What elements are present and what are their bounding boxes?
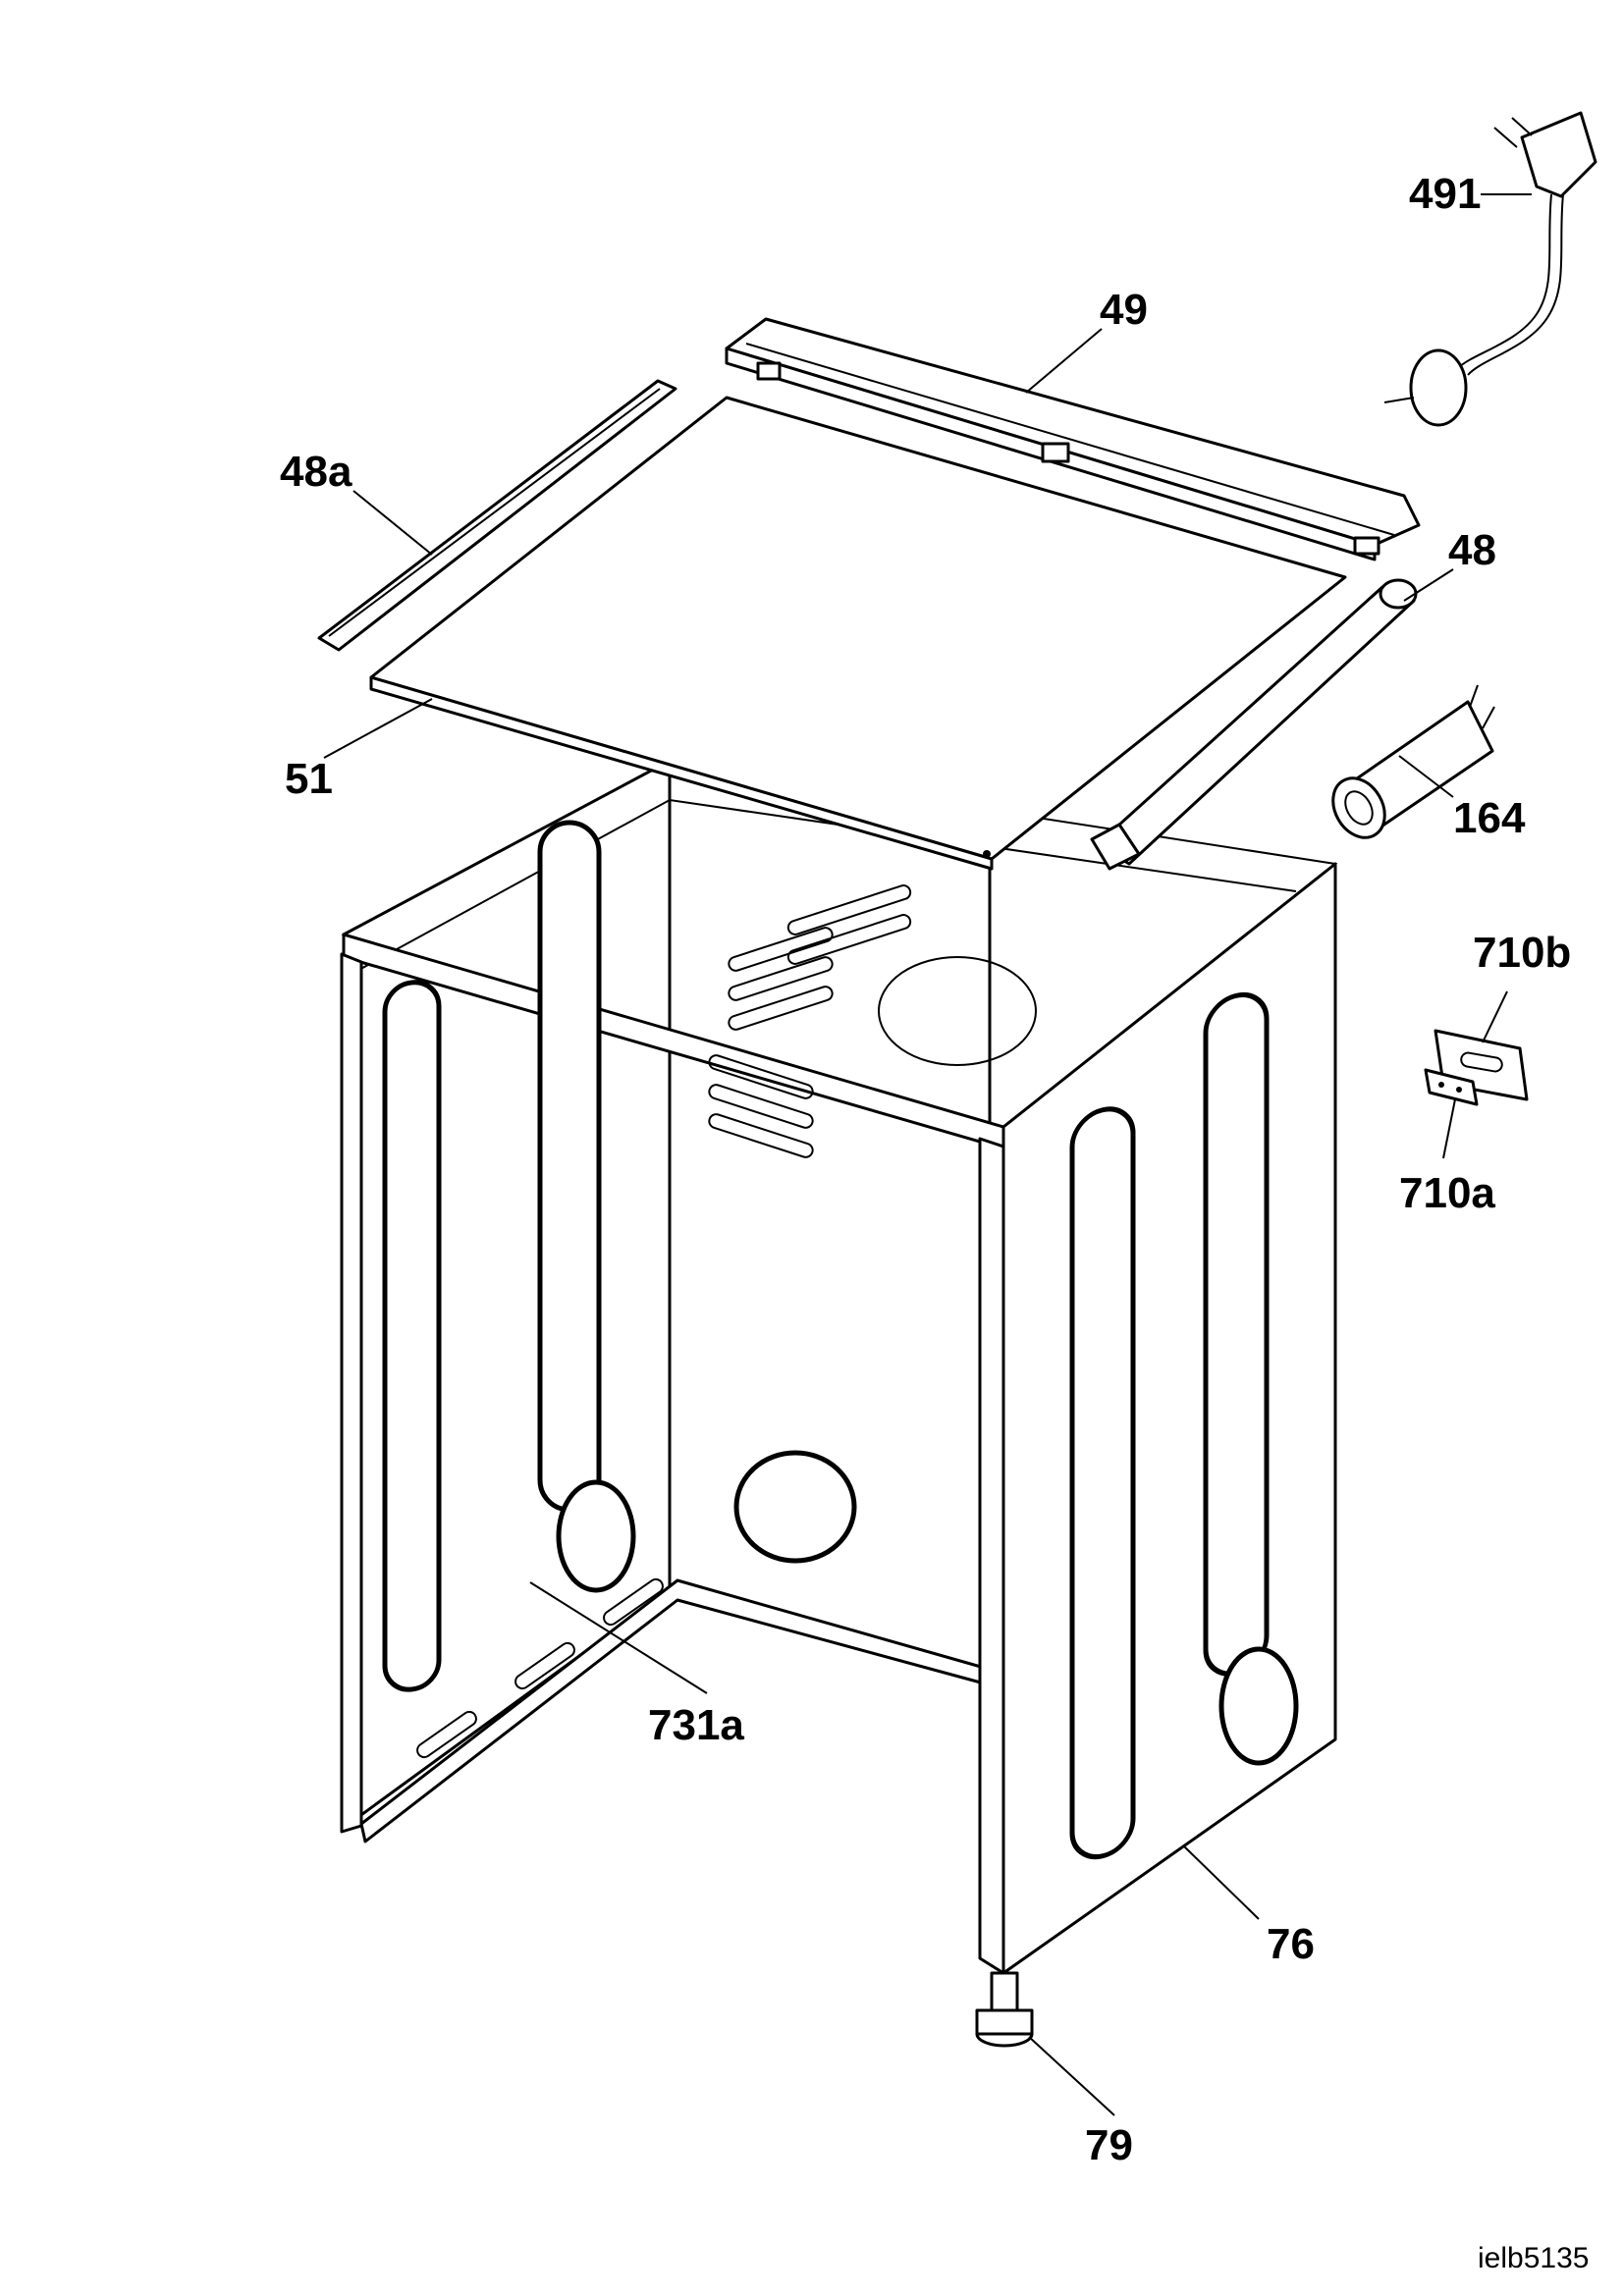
rear-rail-clip <box>1353 536 1380 556</box>
callout-710a: 710a <box>1399 1169 1495 1217</box>
capacitor <box>1331 684 1495 839</box>
left-rail <box>317 379 677 652</box>
power-cord-lead <box>1383 397 1415 403</box>
bracket-small-hole <box>1438 1082 1444 1088</box>
bracket-small-hole <box>1456 1087 1462 1093</box>
cabinet-base-slot <box>416 1710 477 1759</box>
cabinet-right-slot-front <box>1069 1106 1136 1860</box>
callout-76: 76 <box>1267 1920 1315 1968</box>
leader-51 <box>323 698 433 759</box>
cabinet-right-panel <box>1001 862 1337 1975</box>
cabinet-base-slot <box>603 1577 664 1627</box>
leader-79 <box>1028 2036 1115 2116</box>
power-cord-prong <box>1493 127 1518 148</box>
cabinet-left-slot-outer <box>382 980 442 1692</box>
bracket-small <box>1424 1068 1479 1106</box>
bracket-large-slot <box>1460 1051 1503 1073</box>
foot <box>975 1971 1034 2048</box>
cabinet-base-slot <box>514 1641 575 1690</box>
leader-710b <box>1482 990 1508 1043</box>
capacitor-end <box>1331 776 1386 839</box>
leader-710a <box>1442 1098 1456 1159</box>
right-rail-end-cap <box>1379 578 1418 610</box>
leader-48 <box>1403 568 1454 602</box>
leader-731a <box>529 1581 708 1694</box>
diagram-reference-code: ielb5135 <box>1478 2242 1589 2274</box>
left-rail-groove <box>328 388 661 637</box>
leader-76 <box>1182 1844 1260 1920</box>
power-cord-prong <box>1511 117 1533 136</box>
callout-79: 79 <box>1085 2121 1133 2169</box>
power-cord-grommet <box>1409 348 1468 427</box>
leader-lines <box>323 193 1532 2116</box>
callout-labels: 491 49 48a 48 51 164 710b 710a 731a 76 7… <box>280 170 1571 2169</box>
cabinet-left-opening <box>556 1479 636 1593</box>
rear-rail-clip <box>1041 442 1070 463</box>
cabinet-top-frame-inner <box>354 798 1297 973</box>
callout-731a: 731a <box>648 1701 744 1749</box>
foot-stem <box>990 1971 1019 2014</box>
capacitor-terminal <box>1482 706 1495 729</box>
power-cord-cable-outline <box>1467 193 1564 376</box>
left-rail-body <box>317 379 677 652</box>
cabinet-back-vents <box>708 884 912 1158</box>
leader-164 <box>1398 755 1454 798</box>
callout-164: 164 <box>1453 794 1526 842</box>
right-rail <box>1090 578 1418 871</box>
cabinet-right-post <box>978 1137 1005 1975</box>
cabinet-left-post <box>340 952 363 1834</box>
cabinet-left-slot-inner <box>537 820 602 1513</box>
callout-48: 48 <box>1448 526 1496 574</box>
rear-rail-groove <box>745 343 1395 536</box>
cabinet <box>340 670 1338 1975</box>
cabinet-right-opening <box>1218 1646 1299 1766</box>
callout-49: 49 <box>1100 286 1148 334</box>
leader-49 <box>1025 328 1103 394</box>
power-cord-plug <box>1520 111 1597 198</box>
callout-51: 51 <box>285 755 333 803</box>
callout-710b: 710b <box>1473 929 1571 977</box>
callout-48a: 48a <box>280 448 352 496</box>
leader-48a <box>352 490 433 556</box>
cabinet-drum-opening <box>878 956 1037 1066</box>
rear-rail <box>725 317 1421 561</box>
right-rail-end-clip <box>1090 823 1141 871</box>
rear-rail-clip <box>756 361 782 381</box>
top-panel <box>369 396 1347 871</box>
top-panel-edge <box>369 675 994 871</box>
cabinet-right-slot-rear <box>1203 991 1270 1677</box>
capacitor-terminal <box>1469 684 1479 708</box>
top-panel-screw-hole <box>983 850 991 858</box>
power-cord-cable <box>1457 193 1552 369</box>
capacitor-end-inner <box>1344 790 1374 826</box>
callout-491: 491 <box>1409 170 1481 218</box>
foot-pad <box>975 2008 1034 2036</box>
bracket-small-plate <box>1424 1068 1479 1106</box>
power-cord <box>1383 111 1597 427</box>
cabinet-back-opening <box>733 1450 857 1564</box>
